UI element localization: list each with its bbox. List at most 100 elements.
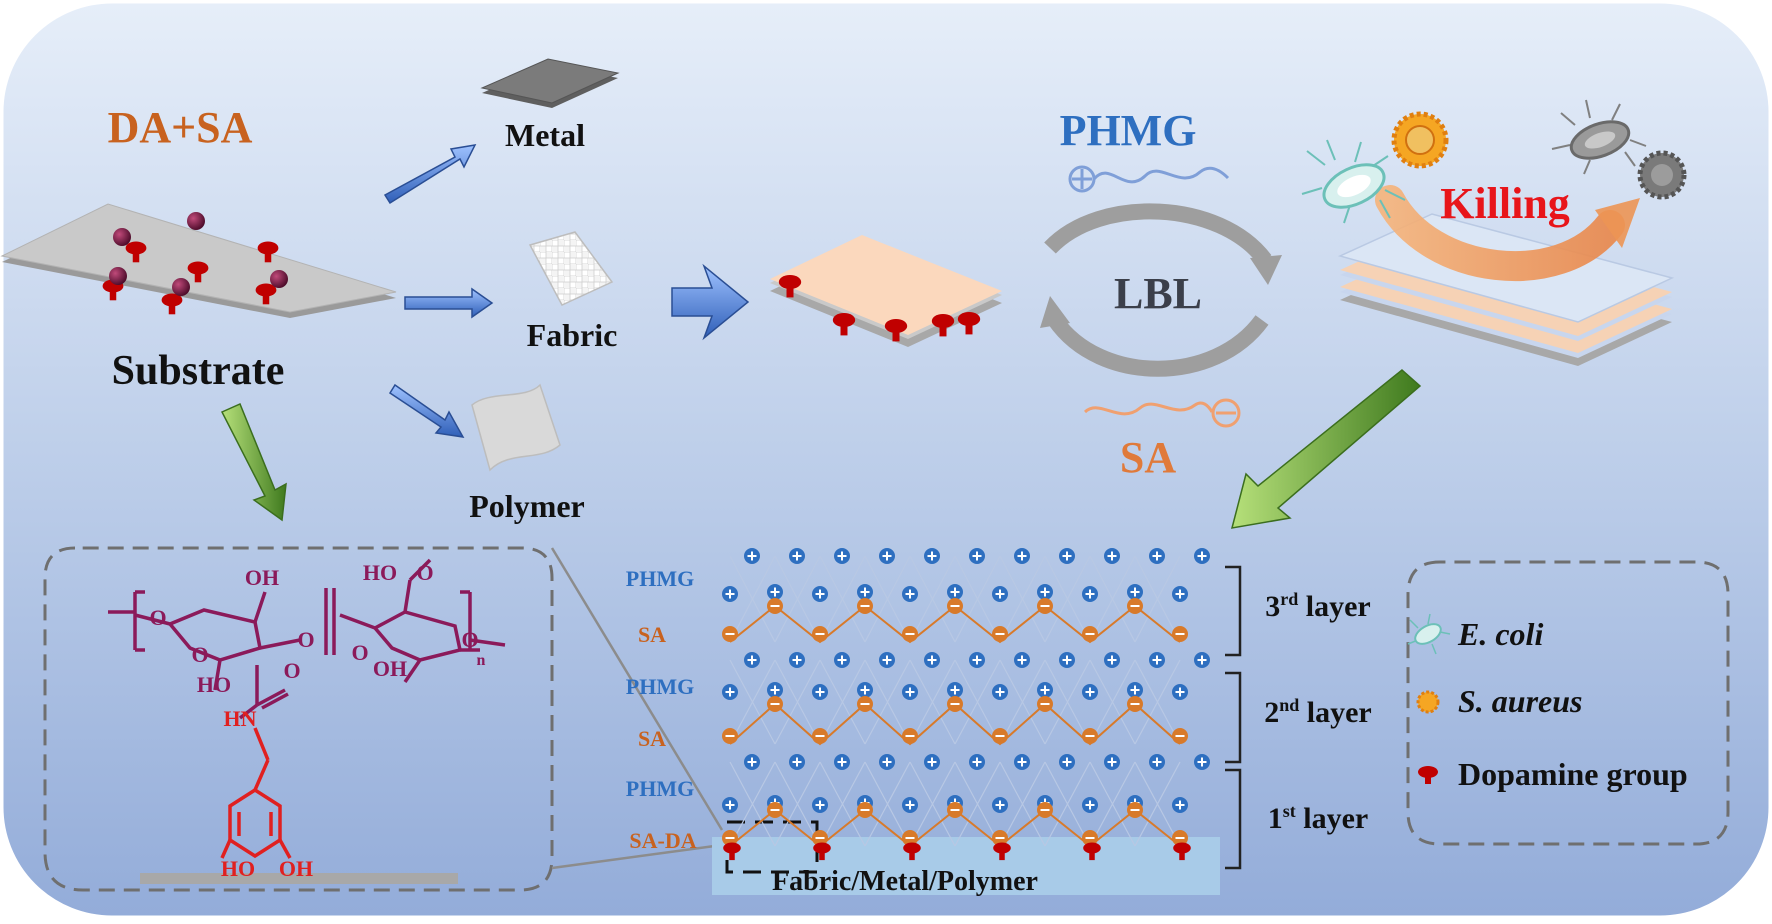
chem-o-end: O — [461, 627, 478, 652]
arrow-to-polymer — [388, 383, 465, 438]
chem-labels: OH HO O O O O O OH O HO O n HN HO OH — [149, 560, 485, 881]
legend-panel — [1406, 560, 1730, 846]
dopamine-group-icon — [778, 275, 802, 298]
sa-anion — [857, 802, 873, 818]
sa-anion — [1172, 626, 1188, 642]
sa-anion — [1037, 696, 1053, 712]
fabric-label: Fabric — [527, 317, 618, 353]
ecoli-bacterium-icon — [1301, 139, 1406, 224]
phmg-cation — [947, 584, 963, 600]
phmg-cation — [992, 586, 1008, 602]
side-label-phmg-2: PHMG — [626, 674, 694, 699]
sa-anion — [857, 696, 873, 712]
legend-ecoli: E. coli — [1407, 613, 1543, 655]
base-substrate-block — [712, 837, 1220, 895]
chem-o-ring1: O — [149, 605, 166, 630]
sa-anion — [992, 830, 1008, 846]
sa-anion — [1037, 802, 1053, 818]
sa-anion — [992, 728, 1008, 744]
phmg-cation — [1149, 652, 1165, 668]
dopamine-group-icon — [723, 842, 741, 861]
sa-anion — [1127, 598, 1143, 614]
sa-anion — [902, 830, 918, 846]
chem-o-ring1b: O — [191, 642, 208, 667]
sa-anion — [812, 830, 828, 846]
legend-dopamine-label: Dopamine group — [1458, 756, 1688, 792]
sa-anion — [992, 626, 1008, 642]
phmg-cation — [744, 548, 760, 564]
green-arrow-to-layers — [1230, 369, 1422, 529]
chem-hn: HN — [224, 706, 257, 731]
sa-particle — [270, 270, 288, 288]
dopamine-group-icon — [161, 293, 183, 315]
sa-anion — [722, 728, 738, 744]
sa-chain-icon — [1083, 398, 1241, 428]
metal-label: Metal — [505, 117, 585, 153]
sa-anion — [1082, 626, 1098, 642]
chem-ho-catechol: HO — [221, 856, 255, 881]
sa-particle — [113, 228, 131, 246]
dead-saureus-icon — [1637, 150, 1687, 200]
phmg-cation — [1104, 548, 1120, 564]
killing-label: Killing — [1440, 179, 1570, 228]
dopamine-group-icon — [832, 313, 856, 336]
coated-dopamine-groups — [778, 275, 981, 342]
sa-anion — [1037, 598, 1053, 614]
sa-anion — [947, 802, 963, 818]
chem-structure-panel — [43, 546, 724, 892]
dopamine-group-icon — [993, 842, 1011, 861]
phmg-cation — [722, 586, 738, 602]
phmg-cation — [834, 548, 850, 564]
chem-o-cooh: O — [416, 560, 433, 585]
chem-o-amide: O — [283, 658, 300, 683]
phmg-cation — [857, 584, 873, 600]
sa-anion — [722, 830, 738, 846]
phmg-cation — [834, 652, 850, 668]
phmg-cation — [1082, 586, 1098, 602]
da-sa-label: DA+SA — [108, 103, 253, 152]
layer2-label: 2nd layer — [1264, 695, 1372, 729]
phmg-cation — [1172, 797, 1188, 813]
sa-particle — [172, 278, 190, 296]
sa-anion — [1172, 830, 1188, 846]
phmg-cation — [812, 797, 828, 813]
phmg-cation — [789, 548, 805, 564]
chem-oh-ring2: OH — [373, 656, 407, 681]
phmg-cation — [879, 548, 895, 564]
side-label-sa-3: SA — [638, 622, 666, 647]
polymer-label: Polymer — [469, 488, 585, 524]
chem-o-link: O — [297, 627, 314, 652]
phmg-cation — [1149, 548, 1165, 564]
layer-braces — [1225, 565, 1242, 870]
sa-anion — [902, 728, 918, 744]
dopamine-group-icon — [813, 842, 831, 861]
sa-anion — [722, 626, 738, 642]
sa-anion — [1127, 696, 1143, 712]
legend-saureus: S. aureus — [1416, 683, 1583, 719]
sa-anion — [767, 802, 783, 818]
phmg-cation — [1037, 584, 1053, 600]
dopamine-group-icon — [903, 842, 921, 861]
sa-anion — [812, 728, 828, 744]
phmg-cation — [1194, 652, 1210, 668]
phmg-cation — [767, 584, 783, 600]
phmg-cation — [722, 797, 738, 813]
side-label-sa-2: SA — [638, 726, 666, 751]
dopamine-group-icon — [125, 241, 147, 263]
layer3-label: 3rd layer — [1265, 589, 1370, 623]
sa-da-molecule-amide — [238, 665, 289, 720]
chem-n-subscript: n — [477, 652, 486, 669]
sa-anion — [1172, 728, 1188, 744]
phmg-cation — [902, 797, 918, 813]
phmg-mesh — [729, 761, 1181, 847]
fabric-sample — [528, 231, 614, 306]
dopamine-group-icon — [257, 241, 279, 263]
phmg-cation — [1014, 548, 1030, 564]
phmg-cation — [992, 684, 1008, 700]
phmg-mesh — [729, 555, 1181, 643]
sa-anion — [812, 626, 828, 642]
dopamine-group-icon — [1173, 842, 1191, 861]
